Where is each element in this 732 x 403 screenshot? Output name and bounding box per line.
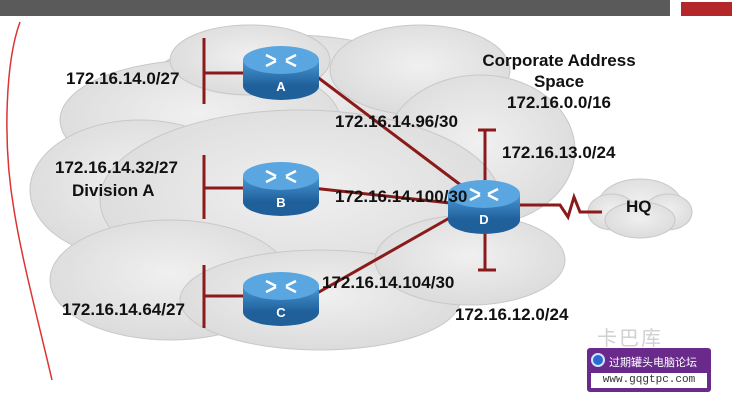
watermark-url: www.gqgtpc.com	[591, 373, 707, 388]
watermark-title: 过期罐头电脑论坛	[609, 357, 697, 369]
hq-label: HQ	[626, 197, 652, 216]
link-d-hq	[520, 192, 602, 221]
link-c-d-label: 172.16.14.104/30	[322, 273, 455, 292]
title-line-2: Space	[533, 72, 585, 91]
subnet-a-lan-label: 172.16.14.0/27	[66, 69, 180, 88]
site-logo-icon	[591, 353, 605, 367]
router-a-icon	[243, 46, 319, 100]
corporate-cloud	[29, 24, 576, 351]
title-line-1: Corporate Address	[482, 51, 636, 70]
router-a-label: A	[276, 79, 286, 94]
faint-watermark: 卡巴库	[597, 328, 663, 350]
subnet-b-lan-label: 172.16.14.32/27	[55, 158, 178, 177]
slide-accent-bar	[681, 2, 732, 16]
site-watermark: 过期罐头电脑论坛 www.gqgtpc.com	[587, 348, 711, 392]
annotation-stroke	[6, 21, 53, 381]
link-a-d-label: 172.16.14.96/30	[335, 112, 458, 131]
router-b-label: B	[276, 195, 286, 210]
title-block: Corporate Address Space 172.16.0.0/16	[474, 50, 644, 113]
hq-cloud	[587, 178, 693, 239]
link-c-d	[311, 210, 461, 298]
router-c-icon	[243, 272, 319, 326]
subnet-c-lan-label: 172.16.14.64/27	[62, 300, 185, 319]
link-a-d	[311, 71, 471, 194]
subnet-d-bottom-label: 172.16.12.0/24	[455, 305, 569, 324]
slide-top-bar	[0, 0, 670, 16]
link-b-d	[311, 186, 451, 205]
link-b-d-label: 172.16.14.100/30	[335, 187, 468, 206]
title-line-3: 172.16.0.0/16	[507, 93, 611, 112]
subnet-d-top-label: 172.16.13.0/24	[502, 143, 616, 162]
router-c-label: C	[276, 305, 286, 320]
division-a-label: Division A	[72, 181, 155, 200]
router-d-icon	[448, 180, 520, 234]
router-b-icon	[243, 162, 319, 216]
router-d-label: D	[479, 212, 489, 227]
